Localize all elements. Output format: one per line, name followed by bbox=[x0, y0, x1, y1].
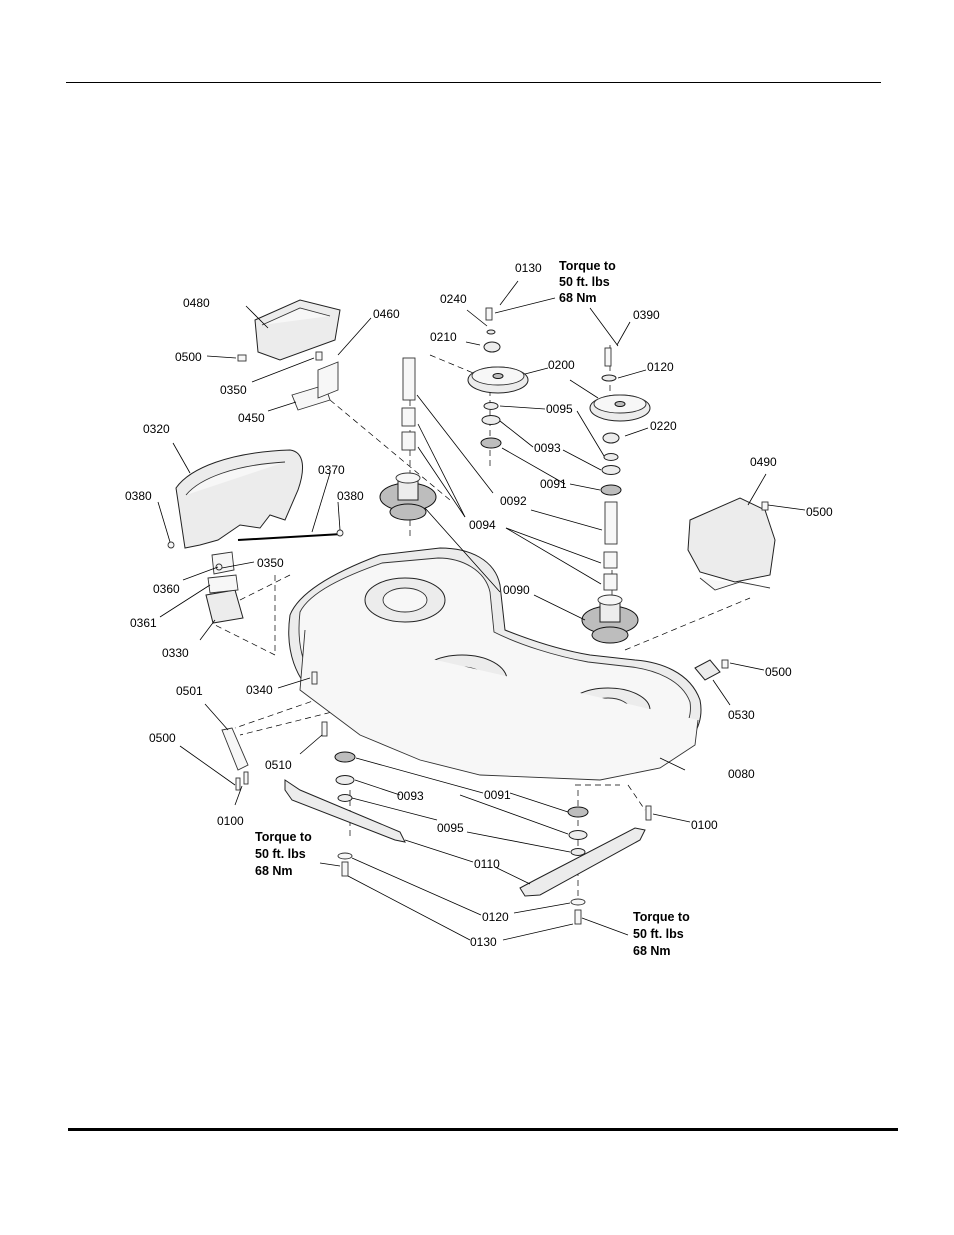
label-0390: 0390 bbox=[633, 308, 660, 322]
label-0095-bottom: 0095 bbox=[437, 821, 464, 835]
belt-cover-left bbox=[255, 300, 340, 360]
label-0480: 0480 bbox=[183, 296, 210, 310]
torque-note-bl-line1: Torque to bbox=[255, 830, 312, 844]
torque-note-top-line2: 50 ft. lbs bbox=[559, 275, 610, 289]
label-0210: 0210 bbox=[430, 330, 457, 344]
torque-note-br-line1: Torque to bbox=[633, 910, 690, 924]
label-0530: 0530 bbox=[728, 708, 755, 722]
baffle-0501 bbox=[222, 728, 248, 770]
label-0090: 0090 bbox=[503, 583, 530, 597]
label-0091-bottom: 0091 bbox=[484, 788, 511, 802]
label-0370: 0370 bbox=[318, 463, 345, 477]
label-0350-b: 0350 bbox=[257, 556, 284, 570]
label-0500-c: 0500 bbox=[765, 665, 792, 679]
label-0100-b: 0100 bbox=[691, 818, 718, 832]
label-0080: 0080 bbox=[728, 767, 755, 781]
label-0240: 0240 bbox=[440, 292, 467, 306]
label-0120-bottom: 0120 bbox=[482, 910, 509, 924]
torque-note-top-line3: 68 Nm bbox=[559, 291, 597, 305]
chute-rod bbox=[238, 534, 342, 540]
label-0380-a: 0380 bbox=[125, 489, 152, 503]
spindle-housing-right bbox=[582, 595, 638, 643]
torque-note-br-line3: 68 Nm bbox=[633, 944, 671, 958]
label-0500-d: 0500 bbox=[149, 731, 176, 745]
torque-note-top: Torque to 50 ft. lbs 68 Nm bbox=[559, 259, 616, 305]
label-0501: 0501 bbox=[176, 684, 203, 698]
label-0093-bottom: 0093 bbox=[397, 789, 424, 803]
label-0100-a: 0100 bbox=[217, 814, 244, 828]
torque-note-bottom-right: Torque to 50 ft. lbs 68 Nm bbox=[633, 910, 690, 958]
label-0490: 0490 bbox=[750, 455, 777, 469]
bracket bbox=[292, 362, 338, 410]
label-0130-bottom: 0130 bbox=[470, 935, 497, 949]
label-0330: 0330 bbox=[162, 646, 189, 660]
label-0110: 0110 bbox=[474, 857, 500, 871]
mower-deck bbox=[289, 548, 701, 780]
belt-cover-right bbox=[688, 498, 775, 590]
torque-note-br-line2: 50 ft. lbs bbox=[633, 927, 684, 941]
label-0093-top: 0093 bbox=[534, 441, 561, 455]
label-0095-top: 0095 bbox=[546, 402, 573, 416]
torque-note-bl-line2: 50 ft. lbs bbox=[255, 847, 306, 861]
label-0510: 0510 bbox=[265, 758, 292, 772]
label-0460: 0460 bbox=[373, 307, 400, 321]
label-0350-a: 0350 bbox=[220, 383, 247, 397]
torque-note-top-line1: Torque to bbox=[559, 259, 616, 273]
label-0120-top: 0120 bbox=[647, 360, 674, 374]
label-0500-a: 0500 bbox=[175, 350, 202, 364]
label-0091-top: 0091 bbox=[540, 477, 567, 491]
label-0200: 0200 bbox=[548, 358, 575, 372]
torque-note-bottom-left: Torque to 50 ft. lbs 68 Nm bbox=[255, 830, 312, 878]
torque-note-bl-line3: 68 Nm bbox=[255, 864, 293, 878]
label-0130-top: 0130 bbox=[515, 261, 542, 275]
label-0092: 0092 bbox=[500, 494, 527, 508]
label-0320: 0320 bbox=[143, 422, 170, 436]
label-0500-b: 0500 bbox=[806, 505, 833, 519]
label-0094: 0094 bbox=[469, 518, 496, 532]
label-0340: 0340 bbox=[246, 683, 273, 697]
spindle-housing-left bbox=[380, 473, 436, 520]
discharge-chute bbox=[176, 450, 303, 548]
label-0360: 0360 bbox=[153, 582, 180, 596]
bracket-0530 bbox=[695, 660, 720, 680]
label-0450: 0450 bbox=[238, 411, 265, 425]
label-0380-b: 0380 bbox=[337, 489, 364, 503]
chute-bracket bbox=[206, 552, 243, 623]
label-0361: 0361 bbox=[130, 616, 157, 630]
label-0220: 0220 bbox=[650, 419, 677, 433]
